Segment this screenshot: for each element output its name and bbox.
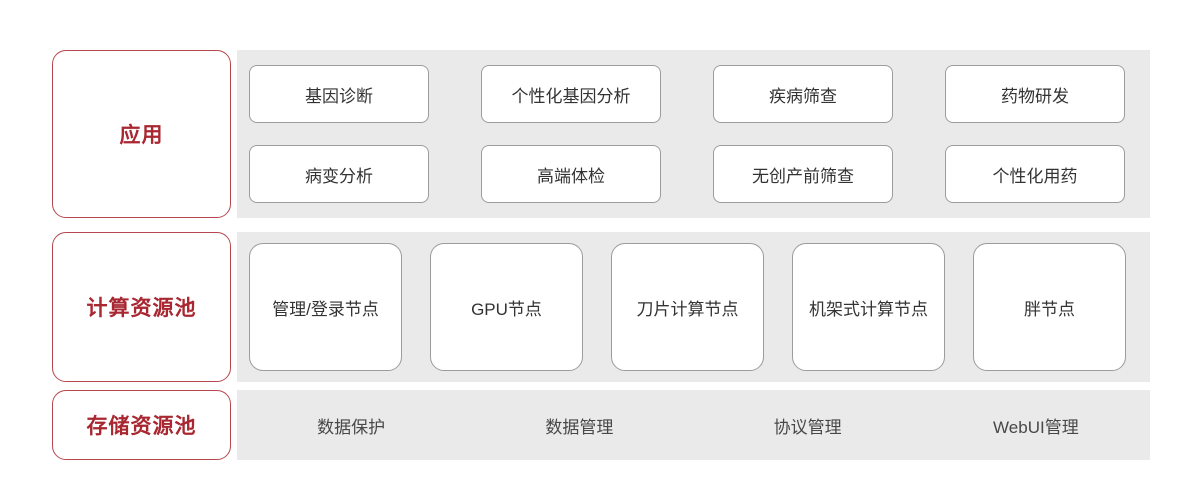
compute-node-management-login: 管理/登录节点: [249, 243, 402, 371]
storage-feature-data-management: 数据管理: [545, 417, 614, 437]
storage-pool-label: 存储资源池: [86, 415, 197, 438]
application-box-drug-development: 药物研发: [945, 65, 1125, 123]
application-box-premium-checkup: 高端体检: [481, 145, 661, 203]
compute-node-gpu: GPU节点: [430, 243, 583, 371]
applications-row-label: 应用: [119, 124, 164, 147]
compute-node-rack: 机架式计算节点: [792, 243, 945, 371]
storage-pool-band: 数据保护 数据管理 协议管理 WebUI管理: [237, 390, 1150, 460]
applications-row-label-box: 应用: [52, 50, 231, 218]
storage-feature-protocol-management: 协议管理: [773, 417, 842, 437]
application-box-lesion-analysis: 病变分析: [249, 145, 429, 203]
storage-pool-label-box: 存储资源池: [52, 390, 231, 460]
storage-pool-row: 存储资源池 数据保护 数据管理 协议管理 WebUI管理: [52, 390, 1150, 460]
compute-pool-label: 计算资源池: [86, 297, 197, 320]
compute-pool-row: 计算资源池 管理/登录节点 GPU节点 刀片计算节点 机架式计算节点 胖节点: [52, 232, 1150, 382]
compute-node-fat: 胖节点: [973, 243, 1126, 371]
application-box-nipt-screening: 无创产前筛查: [713, 145, 893, 203]
application-box-personalized-medication: 个性化用药: [945, 145, 1125, 203]
applications-band: 基因诊断 个性化基因分析 疾病筛查 药物研发 病变分析 高端体检 无创产前筛查 …: [237, 50, 1150, 218]
compute-pool-label-box: 计算资源池: [52, 232, 231, 382]
applications-row: 应用 基因诊断 个性化基因分析 疾病筛查 药物研发 病变分析 高端体检 无创产前…: [52, 50, 1150, 218]
storage-feature-data-protection: 数据保护: [317, 417, 386, 437]
storage-feature-webui-management: WebUI管理: [993, 417, 1079, 437]
compute-pool-band: 管理/登录节点 GPU节点 刀片计算节点 机架式计算节点 胖节点: [237, 232, 1150, 382]
application-box-personalized-gene-analysis: 个性化基因分析: [481, 65, 661, 123]
compute-node-blade: 刀片计算节点: [611, 243, 764, 371]
application-box-gene-diagnosis: 基因诊断: [249, 65, 429, 123]
application-box-disease-screening: 疾病筛查: [713, 65, 893, 123]
